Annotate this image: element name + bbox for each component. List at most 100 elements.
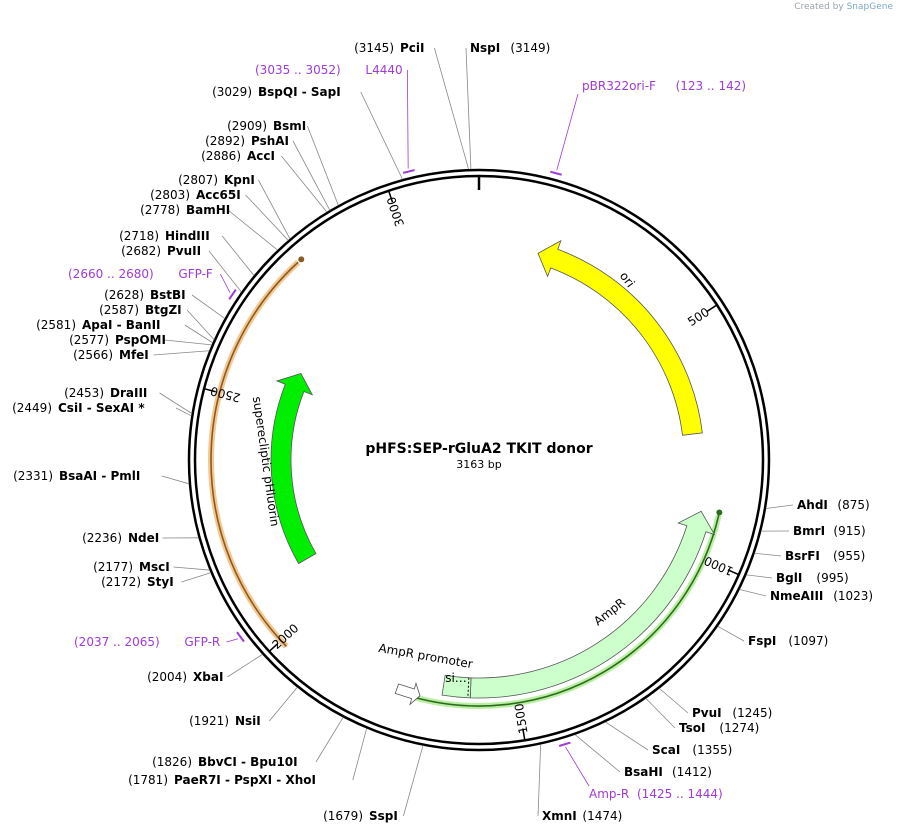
enzyme-name: BtgZI: [145, 303, 182, 317]
enzyme-name: KpnI: [224, 173, 255, 187]
enzyme-leader-line: [181, 572, 211, 583]
enzyme-site-bamhi: BamHI(2778): [140, 203, 278, 251]
orf-green-arrowhead: [716, 509, 723, 516]
tick-label-2500: 2500: [209, 384, 242, 405]
enzyme-leader-line: [292, 140, 331, 211]
primer-leader-line: [407, 69, 409, 169]
enzyme-site-styi: StyI(2172): [101, 572, 211, 589]
enzyme-site-xbai: XbaI(2004): [147, 654, 263, 684]
primer-binding-mark: [550, 170, 562, 176]
enzyme-leader-line: [227, 209, 278, 251]
enzyme-position: (2453): [64, 386, 104, 400]
enzyme-site-bmri: BmrI(915): [761, 524, 866, 538]
primer-binding-mark: [236, 631, 245, 643]
enzyme-site-draiii: DraIII (2453): [64, 386, 192, 414]
enzyme-position: (2172): [101, 575, 141, 589]
feature-label-ampr-promoter: AmpR promoter: [378, 641, 474, 671]
primer-range: (123 .. 142): [676, 79, 746, 93]
enzyme-leader-line: [360, 91, 403, 180]
enzyme-site-paer7i-pspxi-xhoi: PaeR7I - PspXI - XhoI(1781): [128, 728, 368, 787]
enzyme-leader-line: [307, 125, 339, 206]
enzyme-leader-line: [173, 566, 210, 571]
enzyme-leader-line: [754, 552, 782, 557]
feature-label-ampr: AmpR: [591, 595, 628, 628]
enzyme-name: BstBI: [150, 288, 186, 302]
feature-ori: [537, 239, 703, 436]
enzyme-site-xmni: XmnI(1474): [537, 744, 622, 823]
enzyme-name: CsiI - SexAI *: [58, 401, 145, 415]
enzyme-position: (2628): [104, 288, 144, 302]
enzyme-leader-line: [434, 47, 469, 170]
enzyme-name: HindIII: [165, 229, 210, 243]
enzyme-position: (3145): [354, 41, 394, 55]
enzyme-site-msci: MscI(2177): [93, 560, 210, 574]
enzyme-site-sspi: SspI(1679): [323, 745, 424, 823]
enzyme-position: (2909): [227, 119, 267, 133]
enzyme-leader-line: [746, 574, 773, 579]
enzyme-name: BsrFI: [785, 549, 820, 563]
orf-green-arc: [411, 515, 720, 707]
enzyme-leader-line: [574, 734, 621, 773]
enzyme-name: NspI: [470, 41, 500, 55]
enzyme-name: XbaI: [193, 670, 223, 684]
enzyme-name: PvuI: [692, 706, 722, 720]
enzyme-position: (2581): [36, 318, 76, 332]
enzyme-leader-line: [208, 250, 242, 293]
enzyme-leader-line: [765, 504, 794, 509]
enzyme-site-btgzi: BtgZI(2587): [99, 303, 215, 340]
enzyme-position: (915): [833, 524, 865, 538]
tick-mark-1000: [727, 569, 740, 576]
enzyme-name: DraIII: [110, 386, 147, 400]
enzyme-site-csii-sexai: CsiI - SexAI *(2449): [12, 401, 192, 417]
tick-label-1500: 1500: [512, 702, 531, 734]
enzyme-leader-line: [403, 745, 424, 817]
label-layer: PciI(3145)NspI(3149)BspQI - SapI(3029)Bs…: [12, 41, 873, 823]
enzyme-leader-line: [258, 179, 291, 239]
enzyme-leader-line: [281, 155, 328, 213]
enzyme-site-bgli: BglI(995): [746, 571, 849, 585]
enzyme-leader-line: [245, 194, 289, 241]
enzyme-site-bsahi: BsaHI(1412): [574, 734, 712, 779]
enzyme-position: (2892): [205, 134, 245, 148]
backbone-outer-circle: [187, 168, 771, 752]
enzyme-position: (2566): [73, 348, 113, 362]
tick-mark-500: [706, 304, 718, 313]
snapgene-logo-text: SnapGene: [846, 2, 893, 12]
primer-amp-r: Amp-R(1425 .. 1444): [558, 741, 723, 801]
enzyme-site-nmeaiii: NmeAIII(1023): [739, 589, 873, 603]
enzyme-position: (2807): [178, 173, 218, 187]
tick-label-3000: 3000: [384, 195, 407, 228]
enzyme-position: (1355): [692, 743, 732, 757]
primer-binding-mark: [228, 288, 237, 300]
enzyme-site-fspi: FspI(1097): [717, 625, 828, 648]
feature-superecliptic-phluorin: [270, 372, 317, 565]
enzyme-position: (2177): [93, 560, 133, 574]
enzyme-leader-line: [537, 744, 542, 817]
enzyme-name: NmeAIII: [770, 589, 823, 603]
tick-mark-1500: [522, 728, 526, 741]
plasmid-title: pHFS:SEP-rGluA2 TKIT donor 3163 bp: [365, 441, 592, 471]
enzyme-leader-line: [184, 324, 213, 344]
enzyme-leader-line: [153, 350, 210, 356]
enzyme-site-bspqi-sapi: BspQI - SapI(3029): [212, 85, 403, 180]
primer-l4440: (3035 .. 3052)L4440: [255, 63, 415, 174]
enzyme-site-bstbi: BstBI (2628): [104, 288, 225, 319]
enzyme-site-scai: ScaI(1355): [605, 721, 732, 757]
enzyme-leader-line: [191, 294, 225, 319]
plasmid-name: pHFS:SEP-rGluA2 TKIT donor: [365, 441, 592, 457]
enzyme-site-pvuii: PvuII(2682): [121, 244, 242, 293]
primer-range: (2037 .. 2065): [74, 635, 160, 649]
enzyme-leader-line: [164, 339, 212, 346]
enzyme-site-pvui: PvuI(1245): [659, 688, 772, 720]
enzyme-leader-line: [352, 728, 368, 781]
enzyme-leader-line: [659, 688, 689, 714]
enzyme-name: PciI: [400, 41, 425, 55]
tick-mark-2000: [268, 642, 279, 652]
primer-leader-line: [226, 638, 239, 643]
created-by-text: Created by: [794, 2, 844, 12]
primer-name: GFP-F: [178, 267, 213, 281]
enzyme-name: NdeI: [128, 531, 159, 545]
enzyme-name: PaeR7I - PspXI - XhoI: [174, 773, 316, 787]
snapgene-branding: Created by SnapGene: [794, 2, 893, 12]
